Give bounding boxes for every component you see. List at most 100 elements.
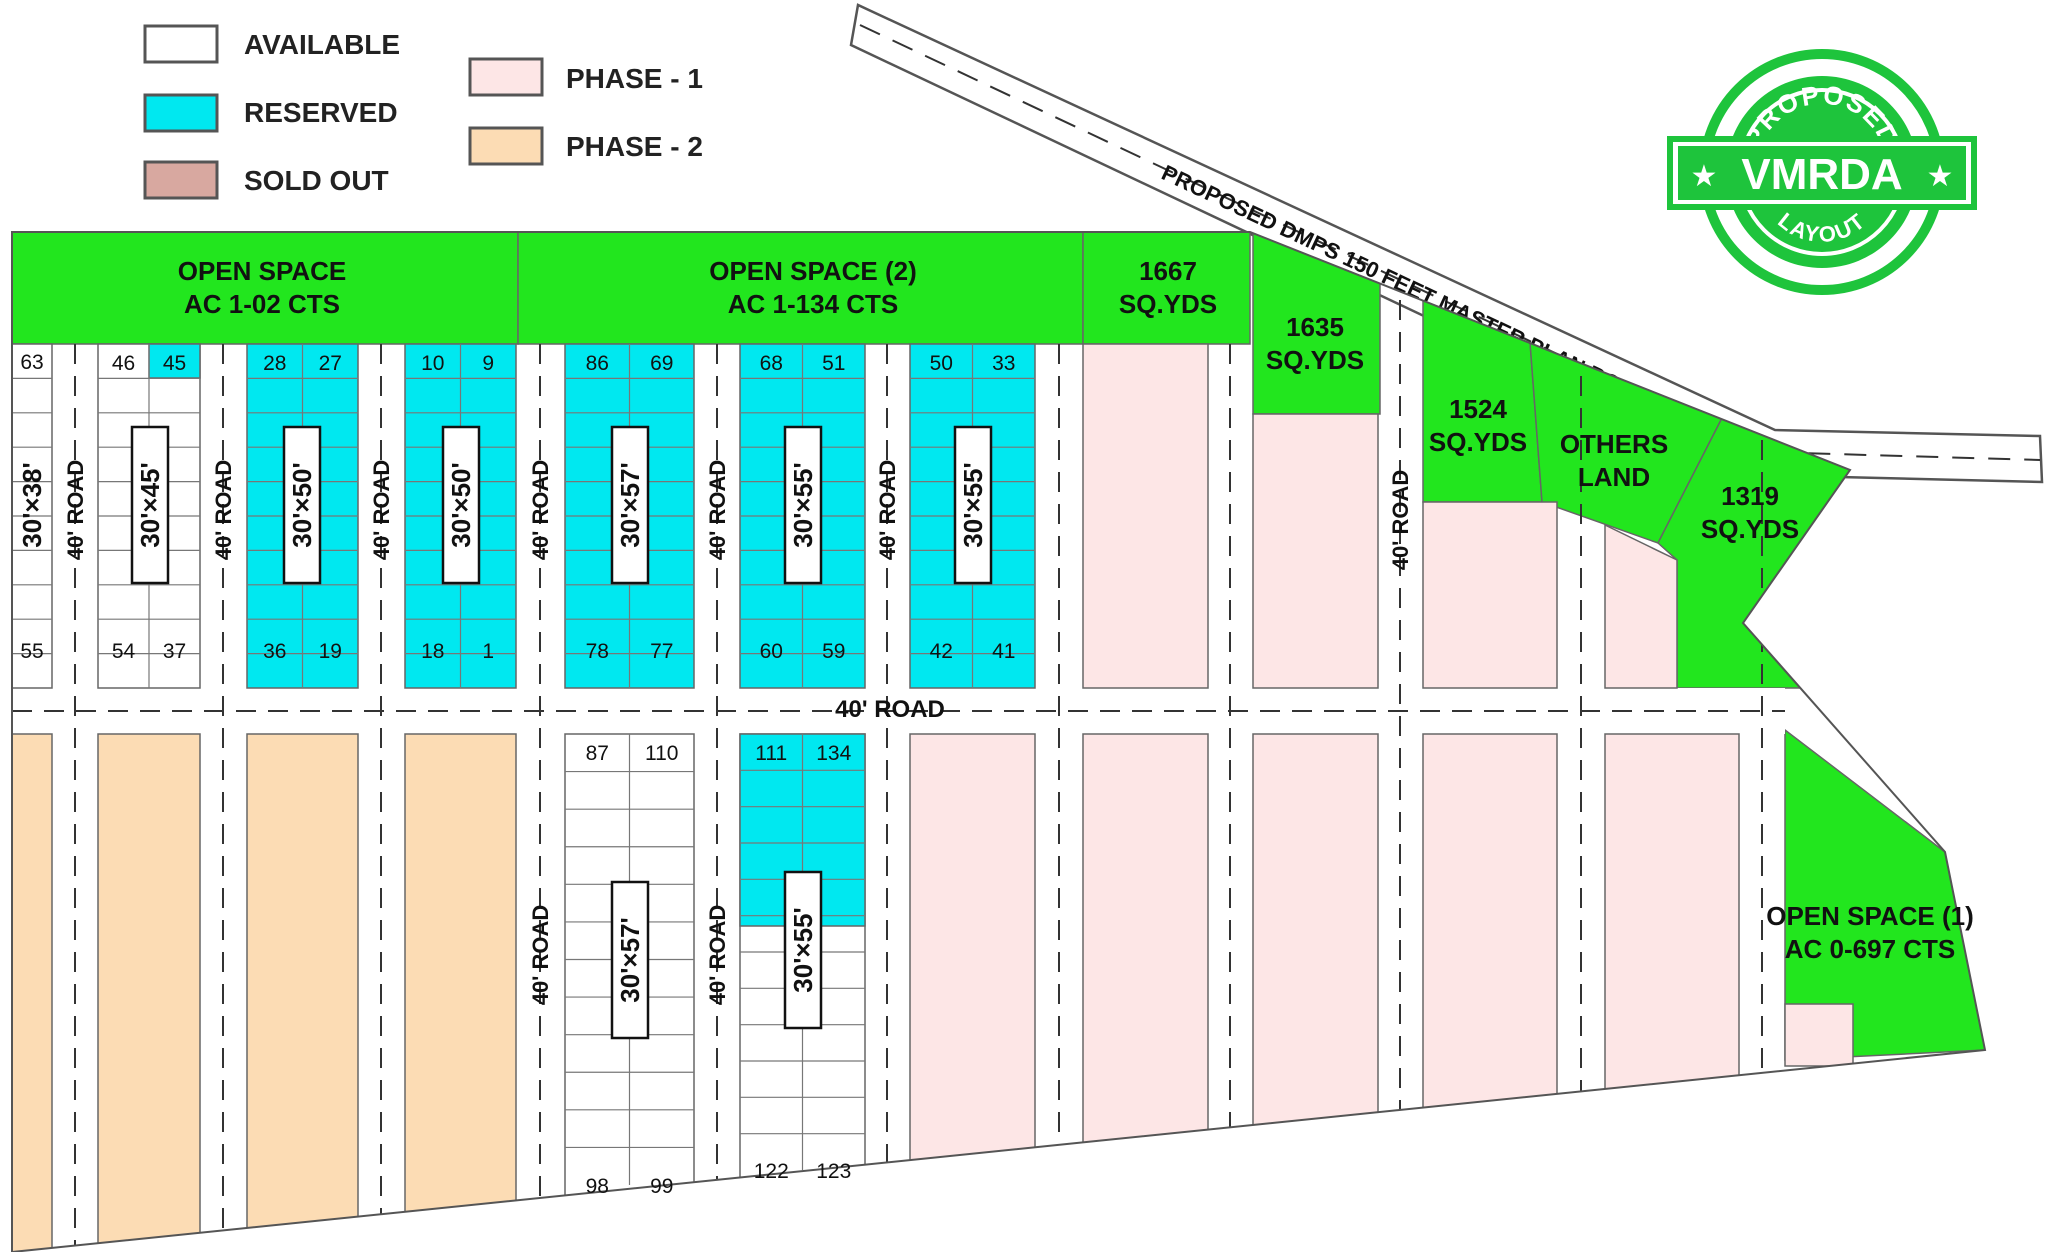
plot-number: 77 bbox=[650, 640, 673, 663]
plot-1667-area: 1667 bbox=[1139, 256, 1197, 286]
open-space-2-line1: OPEN SPACE (2) bbox=[709, 256, 917, 286]
open-space-1-line1: OPEN SPACE (1) bbox=[1766, 901, 1974, 931]
phase1-top-d bbox=[1604, 523, 1678, 689]
plot-number: 36 bbox=[263, 640, 286, 663]
plot-size-label: 30'×57' bbox=[615, 462, 645, 547]
plot-size-label: 30'×55' bbox=[788, 462, 818, 547]
legend-swatch-sold-out bbox=[143, 160, 219, 200]
legend-swatch-phase-2 bbox=[468, 126, 544, 166]
plot-number: 99 bbox=[650, 1175, 673, 1198]
side-road-label: 40' ROAD bbox=[528, 460, 553, 561]
phase2-c bbox=[246, 733, 359, 1252]
side-road-label: 40' ROAD bbox=[1388, 470, 1413, 571]
plot-size-label: 30'×45' bbox=[135, 462, 165, 547]
legend-label-available: AVAILABLE bbox=[244, 29, 400, 60]
stamp-center-text: VMRDA bbox=[1741, 150, 1902, 199]
plot-number: 33 bbox=[992, 352, 1015, 375]
plot-1524-unit: SQ.YDS bbox=[1429, 427, 1527, 457]
side-road-label: 40' ROAD bbox=[369, 460, 394, 561]
open-space-top-left-line1: OPEN SPACE bbox=[178, 256, 347, 286]
plot-size-label: 30'×50' bbox=[446, 462, 476, 547]
plot-number: 59 bbox=[822, 640, 845, 663]
plot-size-labels: 30'×38'30'×45'30'×50'30'×50'30'×57'30'×5… bbox=[17, 425, 993, 1040]
legend-label-reserved: RESERVED bbox=[244, 97, 398, 128]
plot-number: 86 bbox=[586, 352, 609, 375]
side-road-label: 40' ROAD bbox=[875, 460, 900, 561]
plot-1319-unit: SQ.YDS bbox=[1701, 514, 1799, 544]
stamp-star-right-icon: ★ bbox=[1927, 159, 1954, 194]
plot-number: 46 bbox=[112, 352, 135, 375]
side-road-label: 40' ROAD bbox=[63, 460, 88, 561]
open-space-top-left-line2: AC 1-02 CTS bbox=[184, 289, 340, 319]
plot-number: 9 bbox=[482, 352, 494, 375]
phase1-bottom-e bbox=[1604, 733, 1740, 1252]
legend: AVAILABLE RESERVED SOLD OUT PHASE - 1 PH… bbox=[143, 24, 703, 200]
plot-number: 55 bbox=[20, 640, 43, 663]
plot-number: 87 bbox=[586, 742, 609, 765]
vmrda-stamp: PROPOSED LAYOUT VMRDA ★ ★ bbox=[1667, 49, 1977, 295]
plot-number: 1 bbox=[482, 640, 494, 663]
plot-size-box bbox=[130, 425, 170, 585]
legend-swatch-phase-1 bbox=[468, 57, 544, 97]
plot-size-box bbox=[783, 870, 823, 1030]
open-space-2 bbox=[517, 232, 1084, 345]
site-area bbox=[12, 232, 1985, 1252]
plot-1319-area: 1319 bbox=[1721, 481, 1779, 511]
phase1-top-c bbox=[1422, 501, 1558, 689]
plot-number: 10 bbox=[421, 352, 444, 375]
phase1-top-b bbox=[1252, 413, 1379, 689]
open-space-2-line2: AC 1-134 CTS bbox=[728, 289, 899, 319]
plot-number: 69 bbox=[650, 352, 673, 375]
site-boundary bbox=[11, 231, 1987, 1252]
plot-number: 27 bbox=[319, 352, 342, 375]
plot-number: 54 bbox=[112, 640, 136, 663]
plot-size-label: 30'×50' bbox=[287, 462, 317, 547]
legend-label-sold-out: SOLD OUT bbox=[244, 165, 389, 196]
phase2-a bbox=[12, 733, 53, 1252]
side-road-label: 40' ROAD bbox=[528, 905, 553, 1006]
plot-number: 78 bbox=[586, 640, 609, 663]
plot-number: 60 bbox=[760, 640, 783, 663]
plot-size-box bbox=[441, 425, 481, 585]
others-land-line1: OTHERS bbox=[1560, 429, 1668, 459]
plot-size-label: 30'×55' bbox=[958, 462, 988, 547]
others-land-line2: LAND bbox=[1578, 462, 1650, 492]
plot-number: 37 bbox=[163, 640, 186, 663]
side-road-labels: 40' ROAD 40' ROAD 40' ROAD 40' ROAD 40' ROAD… bbox=[63, 460, 1413, 1006]
phase2-b bbox=[97, 733, 201, 1252]
phase1-top-a bbox=[1082, 343, 1209, 689]
plot-number: 19 bbox=[319, 640, 342, 663]
plot-1667-sqyds bbox=[1082, 232, 1251, 345]
main-road-label: 40' ROAD bbox=[835, 696, 945, 723]
plot-size-box bbox=[282, 425, 322, 585]
phase1-bottom-a bbox=[909, 733, 1036, 1252]
legend-swatch-reserved bbox=[143, 93, 219, 133]
side-road-label: 40' ROAD bbox=[705, 460, 730, 561]
plot-number: 98 bbox=[586, 1175, 609, 1198]
legend-swatch-available bbox=[143, 24, 219, 64]
plot-size-box bbox=[953, 425, 993, 585]
open-space-1 bbox=[1784, 728, 1985, 1061]
plot-size-box bbox=[610, 880, 650, 1040]
plot-1667-unit: SQ.YDS bbox=[1119, 289, 1217, 319]
plot-number: 63 bbox=[20, 351, 43, 374]
plot-number: 42 bbox=[930, 640, 953, 663]
block-b1-reserved-45 bbox=[148, 343, 201, 379]
plot-1635-unit: SQ.YDS bbox=[1266, 345, 1364, 375]
legend-label-phase-1: PHASE - 1 bbox=[566, 63, 703, 94]
plot-number: 134 bbox=[816, 742, 851, 765]
plot-1524-area: 1524 bbox=[1449, 394, 1507, 424]
green-labels: OPEN SPACE AC 1-02 CTS OPEN SPACE (2) AC… bbox=[178, 256, 1974, 964]
plot-number: 41 bbox=[992, 640, 1015, 663]
plot-number: 18 bbox=[421, 640, 444, 663]
plot-1635-area: 1635 bbox=[1286, 312, 1344, 342]
side-road-label: 40' ROAD bbox=[705, 905, 730, 1006]
open-space-1-line2: AC 0-697 CTS bbox=[1785, 934, 1956, 964]
plot-number: 111 bbox=[755, 742, 787, 765]
plot-number: 50 bbox=[930, 352, 953, 375]
plot-size-box bbox=[610, 425, 650, 585]
open-space-top-left bbox=[12, 232, 519, 345]
plot-size-label: 30'×57' bbox=[615, 917, 645, 1002]
